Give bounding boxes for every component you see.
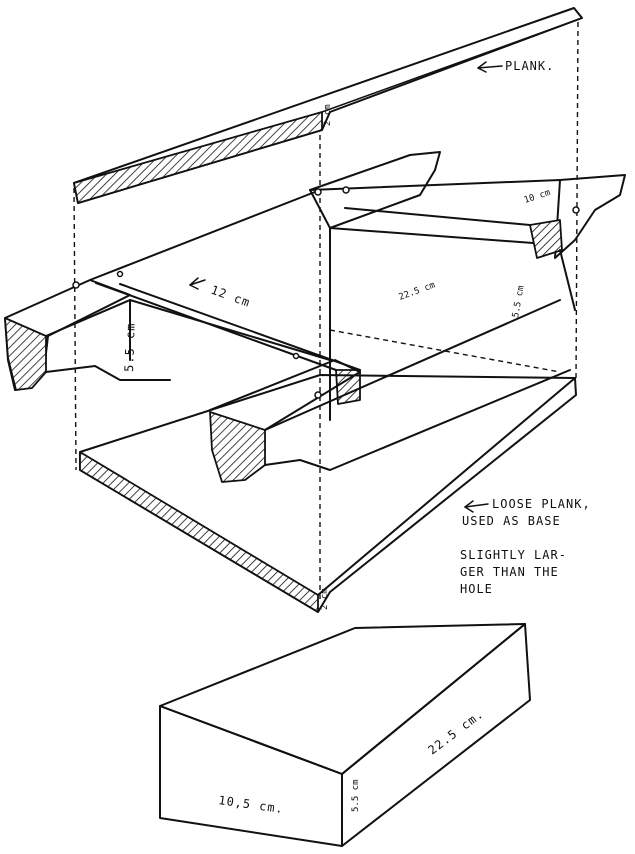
pin-marker — [116, 270, 124, 278]
pin-marker — [314, 391, 322, 399]
slightly-larger-label-line1: SLIGHTLY LAR- — [460, 548, 567, 562]
plank-callout: PLANK. — [477, 59, 554, 73]
block-length-label: 22.5 cm. — [425, 707, 486, 758]
pin-markers — [72, 186, 580, 399]
pin-marker — [72, 281, 80, 289]
front-right-beam-section — [209, 411, 266, 483]
plank-label: PLANK. — [505, 59, 554, 73]
top-plank-thickness-label: 2 cm — [323, 104, 333, 126]
loose-plank-label-line2: USED AS BASE — [462, 514, 561, 528]
right-beam-section — [529, 219, 563, 259]
frame-right-beam — [209, 299, 571, 483]
beam-height-left-label: 5.5 cm — [122, 322, 138, 372]
frame-left-beam: 5.5 cm — [4, 189, 331, 391]
base-plank-callout: LOOSE PLANK, USED AS BASE SLIGHTLY LAR- … — [460, 497, 591, 596]
beam-width-label: 10 cm — [523, 188, 552, 206]
block-height-label: 5.5 cm — [351, 779, 361, 812]
top-plank-section — [73, 111, 323, 204]
loose-plank-label-line1: LOOSE PLANK, — [492, 497, 591, 511]
pin-marker — [342, 186, 350, 194]
slightly-larger-label-line3: HOLE — [460, 582, 493, 596]
block-width-label: 10,5 cm. — [218, 793, 285, 816]
pin-marker — [314, 188, 322, 196]
pin-marker — [292, 352, 300, 360]
pin-marker — [572, 206, 580, 214]
inner-length-label: 22.5 cm — [398, 280, 437, 302]
base-thickness-label: 2 cm — [320, 588, 330, 610]
crossbar-span-label: 12 cm — [209, 283, 252, 310]
top-plank: 2 cm — [73, 7, 583, 204]
base-plank-section — [79, 451, 319, 613]
beam-height-right-label: 5.5 cm — [511, 285, 526, 319]
loose-block: 22.5 cm. 10,5 cm. 5.5 cm — [159, 623, 531, 847]
slightly-larger-label-line2: GER THAN THE — [460, 565, 559, 579]
left-beam-section — [4, 317, 47, 391]
base-plank: 2 cm — [79, 374, 577, 613]
